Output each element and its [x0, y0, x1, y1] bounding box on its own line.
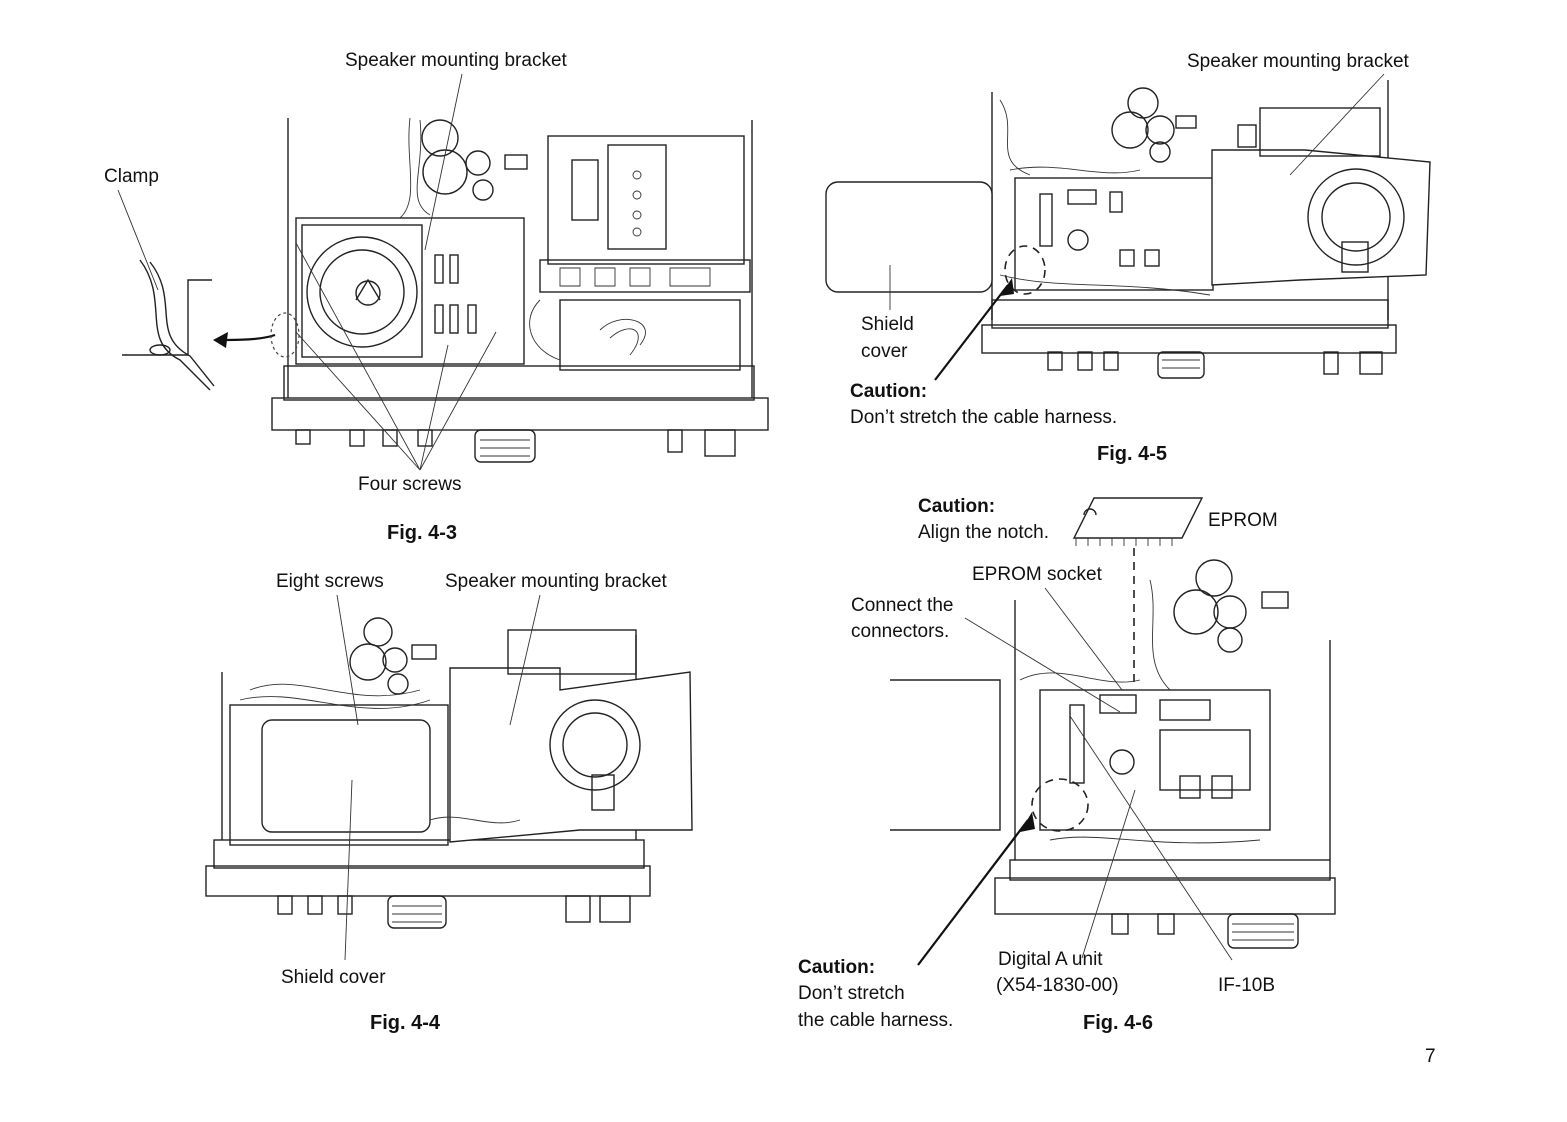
fig46-caution2-title: Caution: [798, 957, 876, 978]
fig46-if-label: IF-10B [1218, 975, 1276, 996]
fig45-shield-label-2: cover [861, 341, 908, 362]
fig43-bracket-label: Speaker mounting bracket [345, 50, 567, 71]
page-number: 7 [1425, 1046, 1436, 1067]
fig45-caution-text: Don’t stretch the cable harness. [850, 407, 1118, 428]
fig-4-4-drawing [205, 594, 693, 961]
fig46-unit-label-2: (X54-1830-00) [996, 975, 1119, 996]
fig45-shield-label-1: Shield [861, 314, 914, 335]
fig-4-6-drawing [890, 497, 1336, 966]
fig44-screws-label: Eight screws [276, 571, 384, 592]
fig46-caption: Fig. 4-6 [1083, 1012, 1154, 1034]
fig-4-3-drawing [117, 73, 769, 471]
fig44-bracket-label: Speaker mounting bracket [445, 571, 667, 592]
fig44-shield-label: Shield cover [281, 967, 386, 988]
fig43-screws-label: Four screws [358, 474, 462, 495]
fig46-eprom-label: EPROM [1208, 510, 1278, 531]
fig46-caution2-text-2: the cable harness. [798, 1010, 954, 1031]
fig45-bracket-label: Speaker mounting bracket [1187, 51, 1409, 72]
fig44-caption: Fig. 4-4 [370, 1012, 441, 1034]
fig46-caution1-title: Caution: [918, 496, 996, 517]
fig46-caution2-text-1: Don’t stretch [798, 983, 905, 1004]
fig46-socket-label: EPROM socket [972, 564, 1102, 585]
fig43-clamp-label: Clamp [104, 166, 159, 187]
fig45-caption: Fig. 4-5 [1097, 443, 1168, 465]
fig43-caption: Fig. 4-3 [387, 522, 458, 544]
fig46-unit-label-1: Digital A unit [998, 949, 1103, 970]
fig46-connect-label-2: connectors. [851, 621, 950, 642]
fig-4-5-drawing [825, 73, 1431, 381]
fig45-caution-title: Caution: [850, 381, 928, 402]
fig46-caution1-text: Align the notch. [918, 522, 1049, 543]
fig46-connect-label-1: Connect the [851, 595, 954, 616]
